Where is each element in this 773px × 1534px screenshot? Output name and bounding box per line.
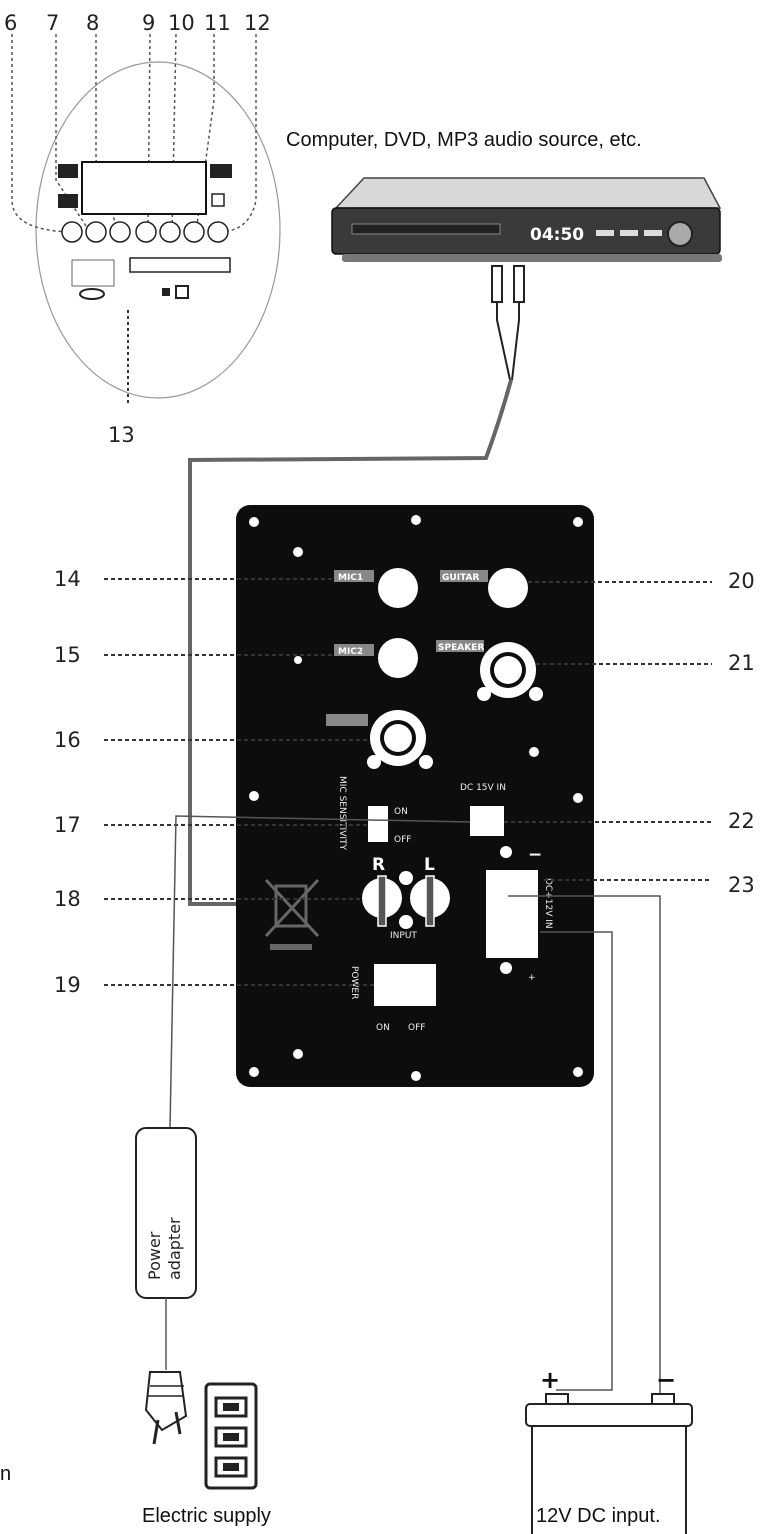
label-dc15v: DC 15V IN — [460, 783, 506, 793]
label-power: POWER — [349, 966, 359, 999]
callout-21: 21 — [728, 651, 755, 675]
source-caption: Computer, DVD, MP3 audio source, etc. — [286, 129, 642, 151]
label-input: INPUT — [390, 931, 417, 941]
callout-19: 19 — [54, 973, 81, 997]
power-switch — [374, 964, 436, 1006]
callout-11: 11 — [204, 11, 231, 35]
mic2-jack — [378, 638, 418, 678]
panel-button — [159, 221, 181, 243]
mains-plug-icon — [144, 1371, 188, 1445]
label-mic1: MIC1 — [338, 573, 363, 583]
callout-20: 20 — [728, 569, 755, 593]
callout-14: 14 — [54, 567, 81, 591]
label-r: R — [372, 855, 385, 875]
battery-minus-label: − — [656, 1366, 676, 1394]
callout-22: 22 — [728, 809, 755, 833]
callout-6: 6 — [4, 11, 17, 35]
callout-18: 18 — [54, 887, 81, 911]
battery-wire-plus — [540, 931, 613, 1391]
left-callouts: 14 15 16 17 18 19 — [54, 567, 374, 997]
dvd-player: 04:50 — [331, 177, 722, 381]
right-callouts: 20 21 22 23 — [504, 569, 755, 897]
adapter-label-power: Power — [145, 1231, 164, 1280]
label-dc12-plus: + — [528, 973, 536, 983]
battery-wire-minus — [508, 895, 661, 1394]
dc12v-terminal — [486, 870, 538, 958]
panel-button — [135, 221, 157, 243]
callout-7: 7 — [46, 11, 59, 35]
battery: + − — [525, 1366, 693, 1534]
adapter-label-adapter: adapter — [165, 1217, 184, 1280]
label-guitar: GUITAR — [442, 573, 479, 583]
audio-cable — [188, 379, 513, 906]
wall-socket-icon — [204, 1382, 258, 1490]
dc15v-jack — [470, 806, 504, 836]
label-sens-off: OFF — [394, 835, 411, 845]
panel-button — [109, 221, 131, 243]
callout-9: 9 — [142, 11, 155, 35]
label-l: L — [424, 855, 435, 875]
label-speaker: SPEAKER — [438, 643, 484, 653]
label-power-on: ON — [376, 1023, 390, 1033]
caption-12v-dc: 12V DC input. — [536, 1505, 661, 1527]
panel-button — [183, 221, 205, 243]
margin-letter: n — [0, 1463, 11, 1485]
adapter-wire — [169, 815, 471, 1129]
label-sens-on: ON — [394, 807, 408, 817]
callout-12: 12 — [244, 11, 271, 35]
callout-15: 15 — [54, 643, 81, 667]
weee-recycle-icon — [264, 878, 320, 950]
callout-23: 23 — [728, 873, 755, 897]
panel-button — [61, 221, 83, 243]
label-power-off: OFF — [408, 1023, 425, 1033]
amplifier-board: MIC1 GUITAR MIC2 SPEAKER MIC SENSITIVITY… — [236, 505, 594, 1087]
panel-button — [207, 221, 229, 243]
guitar-jack — [488, 568, 528, 608]
control-panel-detail: 13 — [11, 33, 281, 447]
callout-16: 16 — [54, 728, 81, 752]
label-dc12-minus: − — [528, 845, 542, 865]
label-mic2: MIC2 — [338, 647, 363, 657]
mic-sensitivity-switch — [368, 806, 388, 842]
dvd-display: 04:50 — [530, 225, 584, 245]
top-callouts: 6 7 8 9 10 11 12 — [4, 11, 271, 35]
callout-13: 13 — [108, 423, 135, 447]
label-dc12: DC+12V IN — [543, 878, 553, 929]
callout-8: 8 — [86, 11, 99, 35]
label-mic-sensitivity: MIC SENSITIVITY — [337, 776, 347, 851]
panel-button — [85, 221, 107, 243]
callout-10: 10 — [168, 11, 195, 35]
mic1-jack — [378, 568, 418, 608]
callout-17: 17 — [54, 813, 81, 837]
caption-electric-supply: Electric supply — [142, 1505, 271, 1527]
battery-plus-label: + — [540, 1366, 560, 1394]
